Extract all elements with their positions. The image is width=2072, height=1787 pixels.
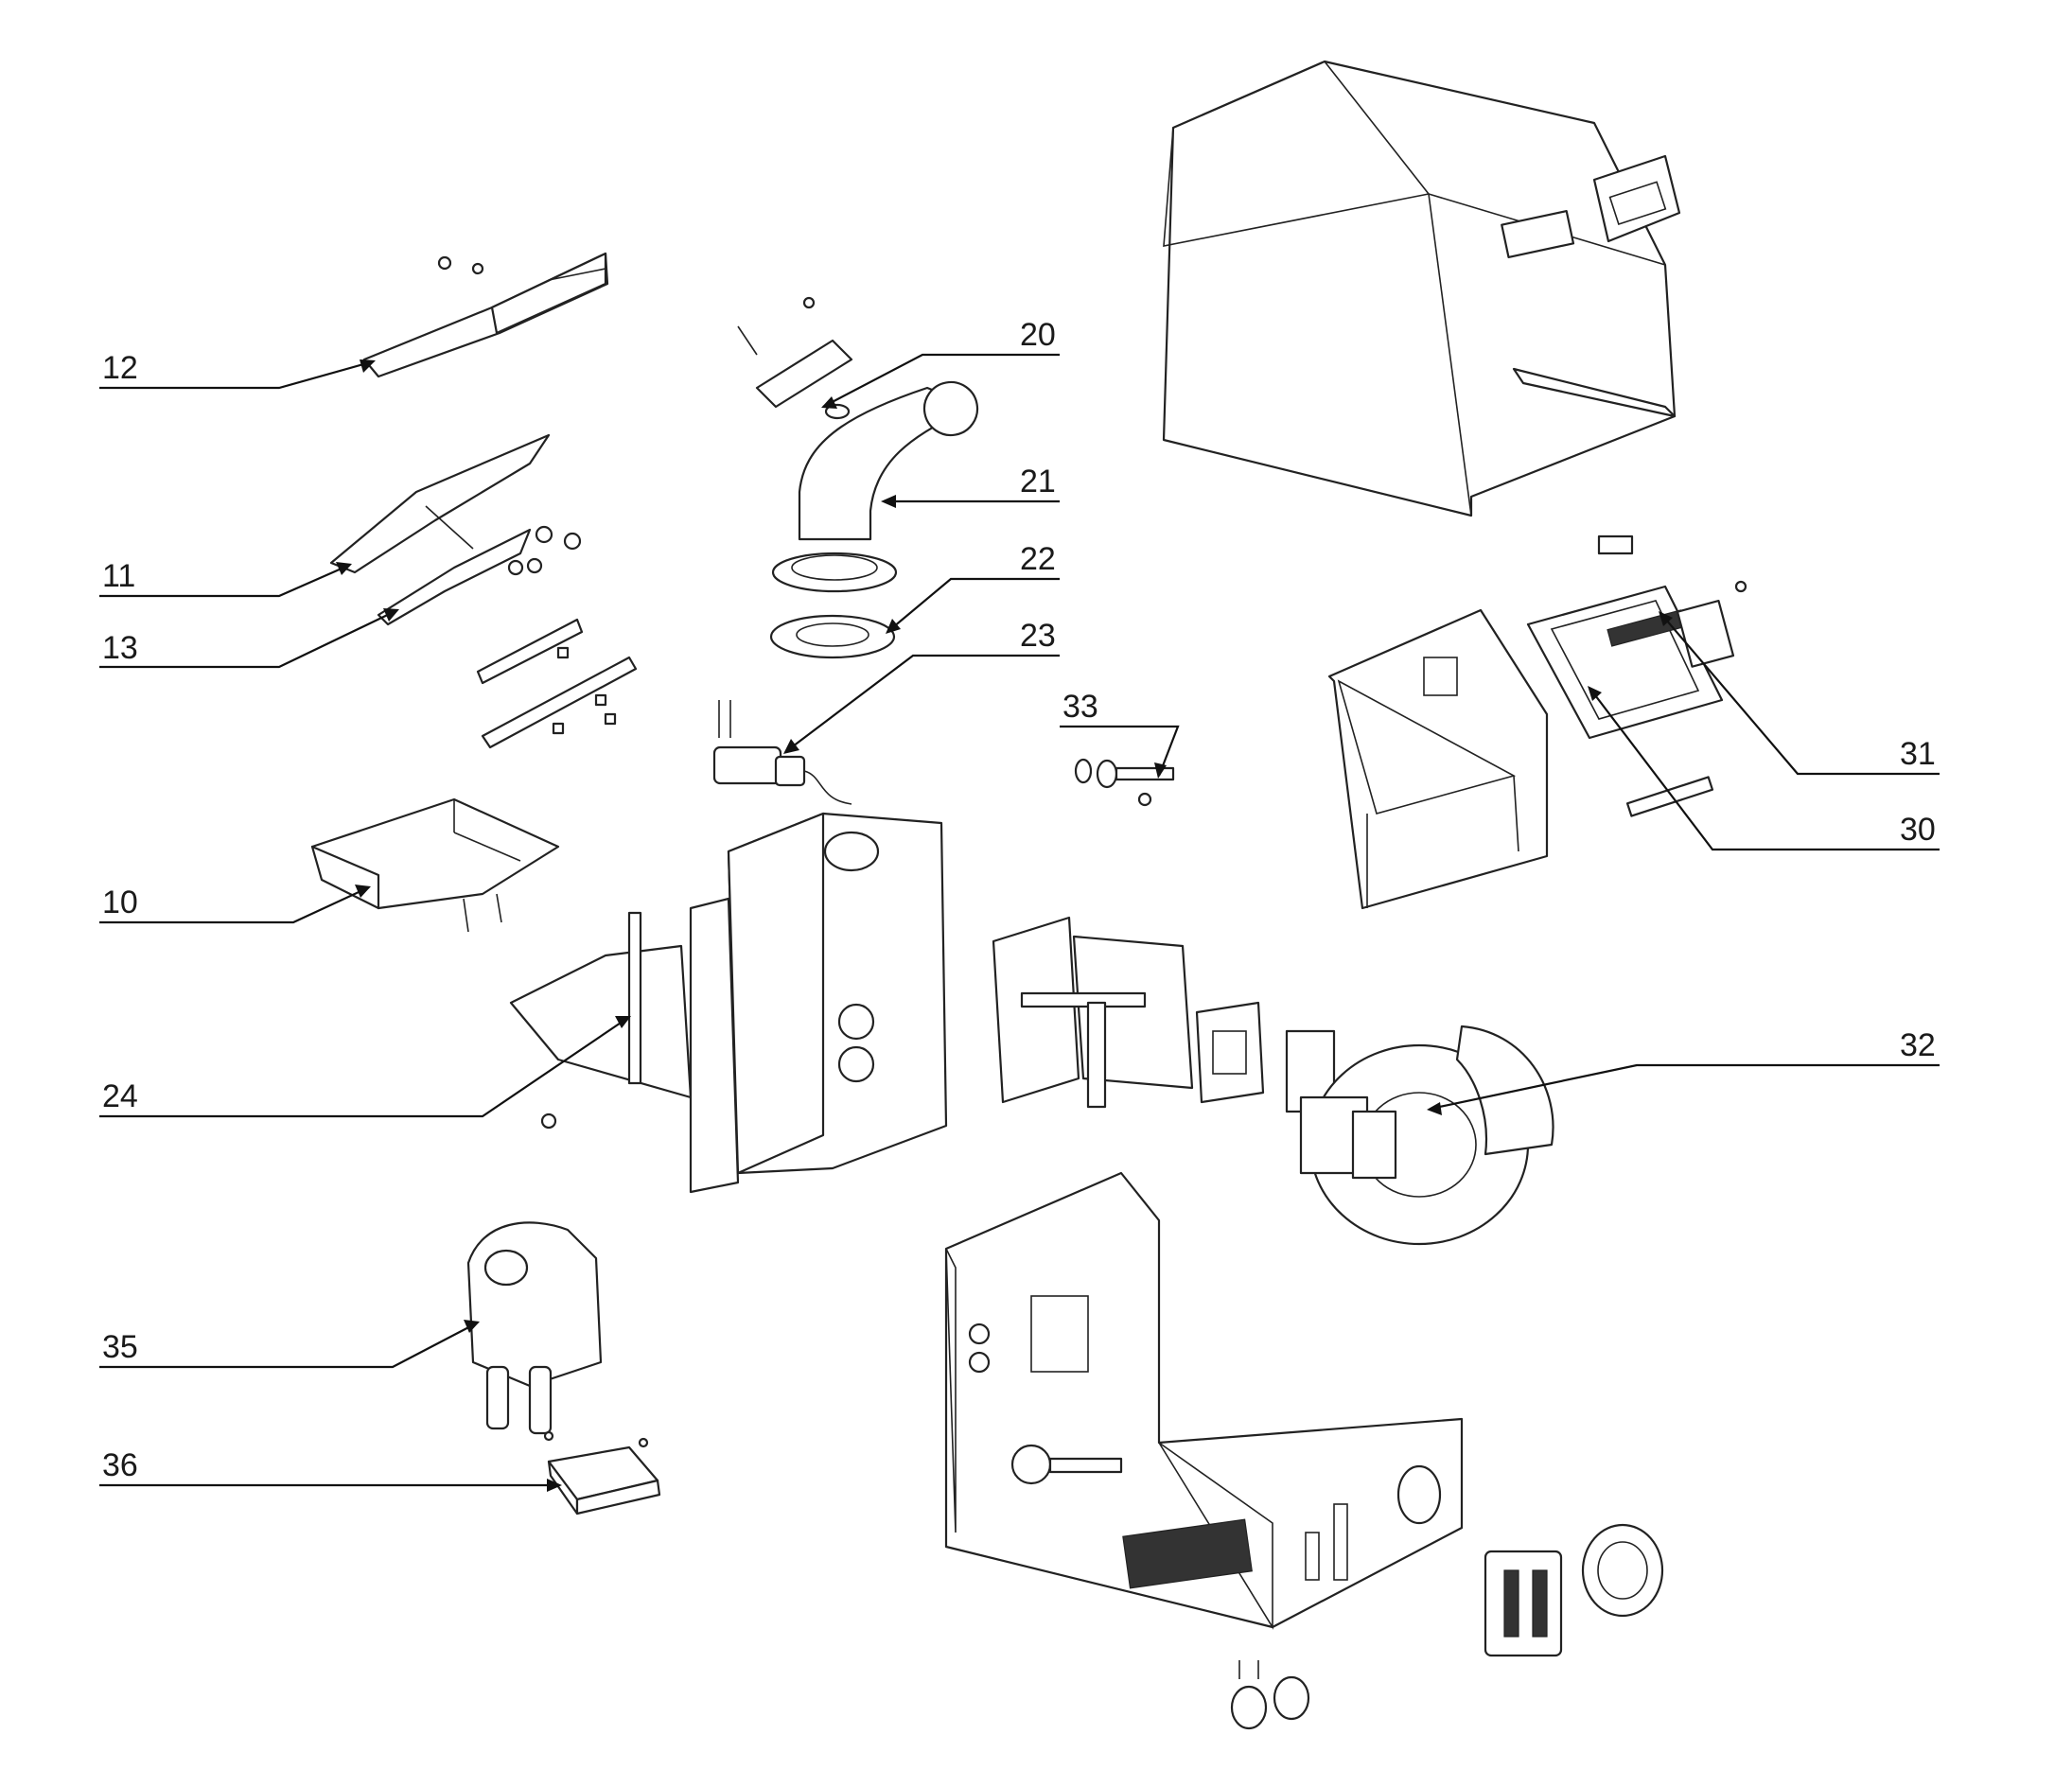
callout-10: 10 <box>102 885 138 920</box>
arrow-23 <box>783 739 799 754</box>
arrow-20 <box>821 396 837 409</box>
part-36-box <box>543 1430 661 1515</box>
callout-20: 20 <box>1020 317 1056 353</box>
callout-labels: 12 11 13 10 24 35 36 20 21 22 23 33 31 3… <box>102 317 1936 1483</box>
leader-lines <box>99 353 1940 1492</box>
arrow-36 <box>547 1479 562 1492</box>
part-12-cover-plate <box>362 252 609 378</box>
callout-11: 11 <box>102 558 135 594</box>
arrow-22 <box>886 619 901 634</box>
arrow-31 <box>1659 611 1673 626</box>
arrow-35 <box>464 1320 480 1333</box>
part-plates-small <box>476 618 638 749</box>
callout-12: 12 <box>102 350 138 386</box>
part-cable-glands <box>1230 1660 1310 1730</box>
part-terminal-block <box>1484 1523 1664 1657</box>
part-top-housing <box>1162 60 1681 517</box>
part-21-elbow-tube <box>771 380 979 593</box>
part-20-clamp <box>737 296 853 420</box>
arrow-10 <box>355 885 371 898</box>
arrow-21 <box>881 495 896 508</box>
arrow-12 <box>360 359 376 373</box>
callout-30: 30 <box>1900 812 1936 848</box>
callout-24: 24 <box>102 1078 138 1114</box>
part-base-frame <box>944 1171 1464 1630</box>
callout-36: 36 <box>102 1447 138 1483</box>
part-11-bracket <box>329 433 582 574</box>
callout-13: 13 <box>102 630 138 666</box>
callout-23: 23 <box>1020 618 1056 654</box>
part-22-gasket <box>769 614 896 659</box>
part-10-tray <box>310 797 560 933</box>
callout-22: 22 <box>1020 541 1056 577</box>
callout-32: 32 <box>1900 1027 1936 1063</box>
arrow-11 <box>336 562 352 575</box>
callout-31: 31 <box>1900 736 1936 772</box>
part-flange-assembly <box>992 916 1265 1109</box>
callout-21: 21 <box>1020 464 1056 499</box>
part-32-fan <box>1285 1025 1554 1246</box>
callout-33: 33 <box>1062 689 1098 725</box>
arrow-30 <box>1588 686 1602 701</box>
callout-35: 35 <box>102 1329 138 1365</box>
part-35-motor <box>466 1221 603 1435</box>
arrow-33 <box>1154 762 1167 779</box>
part-24-burner-housing <box>509 812 948 1194</box>
arrow-24 <box>615 1016 631 1028</box>
arrow-13 <box>383 608 399 622</box>
part-23-igniter <box>712 700 852 805</box>
part-mounting-bracket <box>1327 608 1549 910</box>
arrow-32 <box>1427 1102 1442 1115</box>
part-13-bracket <box>377 528 543 626</box>
